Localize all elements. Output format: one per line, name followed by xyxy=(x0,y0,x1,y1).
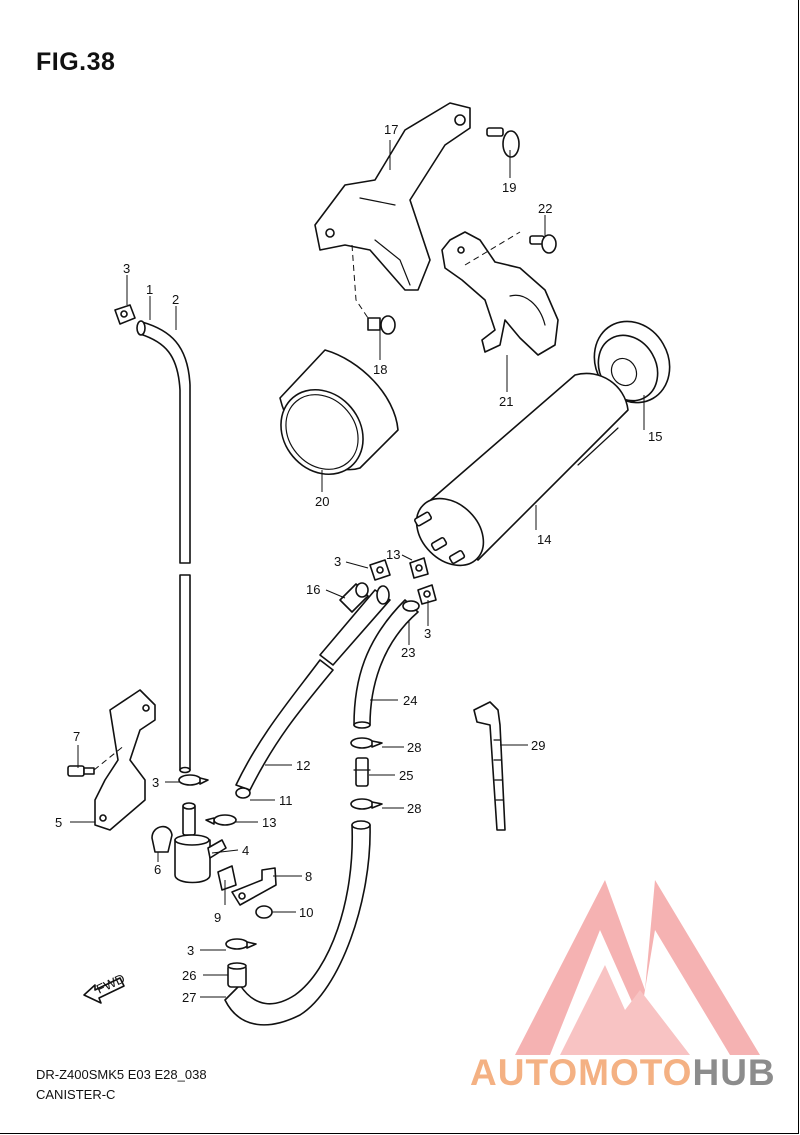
callout-23: 23 xyxy=(401,645,415,660)
section-name: CANISTER-C xyxy=(36,1087,116,1102)
clip-9 xyxy=(217,865,237,891)
bracket-5 xyxy=(94,689,156,831)
callout-16: 16 xyxy=(306,582,320,597)
clamp-13b xyxy=(205,814,237,826)
hose-16 xyxy=(339,582,369,613)
callout-25: 25 xyxy=(399,768,413,783)
watermark-text: AUTOMOTOHUB xyxy=(470,1052,776,1093)
callout-1: 1 xyxy=(146,282,153,297)
bolt-7-path xyxy=(93,744,126,771)
callout-3e: 3 xyxy=(187,943,194,958)
callout-28a: 28 xyxy=(407,740,421,755)
callout-26: 26 xyxy=(182,968,196,983)
callout-7: 7 xyxy=(73,729,80,744)
canister-bracket xyxy=(314,102,471,291)
callout-3d: 3 xyxy=(152,775,159,790)
callout-3a: 3 xyxy=(123,261,130,276)
callout-19: 19 xyxy=(502,180,516,195)
clamp-3c xyxy=(417,584,437,605)
callout-12: 12 xyxy=(296,758,310,773)
clamp-13a xyxy=(409,557,429,579)
bolt-19 xyxy=(486,127,520,158)
callout-11: 11 xyxy=(279,793,293,808)
callout-3b: 3 xyxy=(334,554,341,569)
callout-27: 27 xyxy=(182,990,196,1005)
callout-28b: 28 xyxy=(407,801,421,816)
callout-6: 6 xyxy=(154,862,161,877)
callout-2: 2 xyxy=(172,292,179,307)
joint-25 xyxy=(353,757,371,787)
canister-hose-23-24 xyxy=(353,599,420,729)
callout-8: 8 xyxy=(305,869,312,884)
clip-6 xyxy=(151,825,173,853)
callout-17: 17 xyxy=(384,122,398,137)
callout-10: 10 xyxy=(299,905,313,920)
clamp-3b xyxy=(369,559,391,581)
callout-4: 4 xyxy=(242,843,249,858)
cut-valve-4 xyxy=(174,802,227,884)
callout-13a: 13 xyxy=(386,547,400,562)
callout-18: 18 xyxy=(373,362,387,377)
watermark-brand-part2: HUB xyxy=(692,1052,775,1093)
callout-20: 20 xyxy=(315,494,329,509)
clamp-3e xyxy=(225,938,257,950)
cable-tie-29 xyxy=(473,701,506,831)
bracket-8 xyxy=(231,867,277,906)
canister-cushion xyxy=(279,349,399,476)
callout-3c: 3 xyxy=(424,626,431,641)
joint-26 xyxy=(227,962,247,988)
callout-15: 15 xyxy=(648,429,662,444)
callout-21: 21 xyxy=(499,394,513,409)
evap-canister xyxy=(414,372,629,567)
canister-hose-12 xyxy=(235,585,391,799)
bolt-22-path xyxy=(464,231,521,266)
callout-14: 14 xyxy=(537,532,551,547)
fwd-arrow: FWD xyxy=(83,971,127,1004)
callout-5: 5 xyxy=(55,815,62,830)
callout-13b: 13 xyxy=(262,815,276,830)
svg-text:AUTOMOTOHUB: AUTOMOTOHUB xyxy=(470,1052,776,1093)
watermark-logo xyxy=(515,880,760,1055)
callout-9: 9 xyxy=(214,910,221,925)
bolt-10 xyxy=(255,905,273,919)
figure-title: FIG.38 xyxy=(36,48,116,76)
callout-24: 24 xyxy=(403,693,417,708)
bolt-18 xyxy=(367,315,396,335)
vent-hose-long xyxy=(136,320,191,774)
clamp-28a xyxy=(350,737,383,749)
watermark-brand-part1: AUTOMOTO xyxy=(470,1052,692,1093)
bolt-7 xyxy=(67,765,95,777)
leader-lines xyxy=(70,140,645,998)
bolt-22 xyxy=(529,234,557,254)
clamp-3a xyxy=(114,304,136,325)
clamp-3d xyxy=(178,774,209,786)
callout-22: 22 xyxy=(538,201,552,216)
drain-hose-27 xyxy=(224,820,371,1026)
bolt-18-path xyxy=(351,244,369,319)
canister-mount xyxy=(441,231,559,356)
callout-29: 29 xyxy=(531,738,545,753)
callout-numbers: 1 2 3 17 19 22 18 21 15 20 14 3 13 3 16 … xyxy=(55,122,662,1005)
clamp-28b xyxy=(350,798,383,810)
model-code: DR-Z400SMK5 E03 E28_038 xyxy=(36,1067,207,1082)
